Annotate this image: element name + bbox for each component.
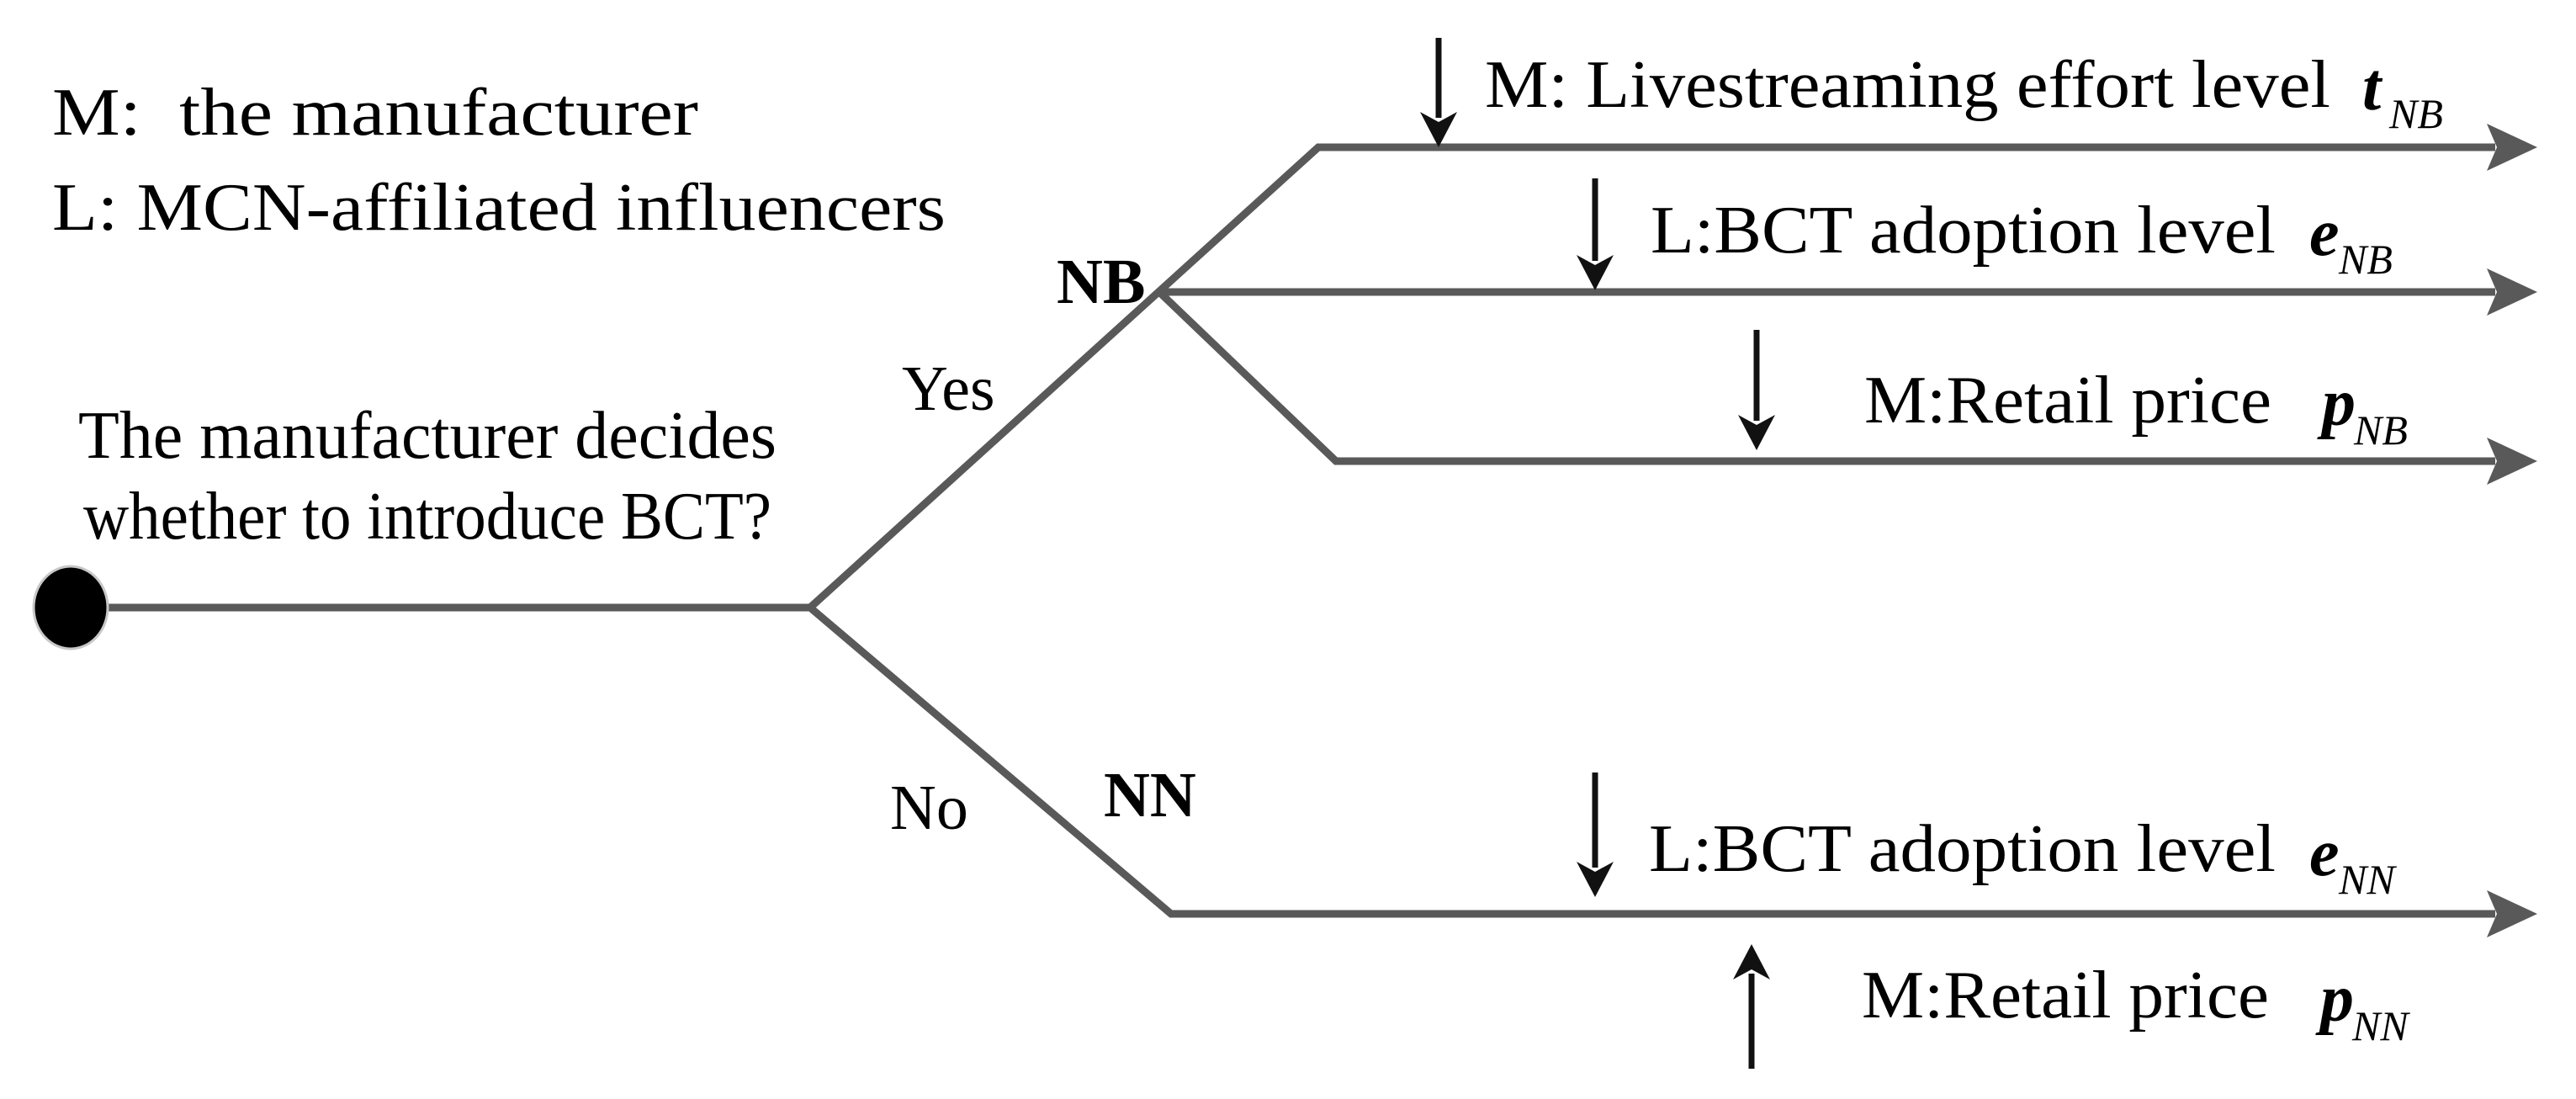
price-timeline-arrowhead-icon (2487, 438, 2537, 485)
stage-variable: p (2317, 366, 2356, 440)
stage-label: M:Retail price (1864, 364, 2271, 438)
no-branch-timeline (808, 604, 2495, 918)
yes-edge-label: Yes (902, 353, 995, 424)
root-question-line-2: whether to introduce BCT? (83, 480, 771, 554)
stage-variable-subscript: NB (2353, 406, 2408, 454)
bottom-timeline-arrowhead-icon (2487, 890, 2537, 937)
no-edge-label: No (890, 772, 968, 843)
stage-label: L:BCT adoption level (1649, 812, 2276, 886)
nb-price-timeline (1156, 289, 2495, 465)
stage-label: L:BCT adoption level (1651, 194, 2276, 268)
stage-label: M: Livestreaming effort level (1485, 48, 2330, 122)
legend-line-influencers: L: MCN-affiliated influencers (52, 171, 946, 245)
stage-variable-subscript: NN (2338, 856, 2397, 903)
root-question-line-1: The manufacturer decides (78, 399, 777, 473)
mid-timeline-arrowhead-icon (2487, 268, 2537, 316)
stage-label: M:Retail price (1862, 958, 2269, 1033)
stage-variable-subscript: NB (2338, 236, 2393, 283)
root-decision-node (32, 565, 109, 650)
top-timeline-arrowhead-icon (2487, 124, 2537, 171)
nn-node-label: NN (1104, 760, 1196, 831)
stage-variable: t (2362, 50, 2383, 125)
yes-branch-top-timeline (807, 143, 2495, 611)
up-arrow-icon (1733, 944, 1770, 1069)
down-arrow-icon (1738, 330, 1775, 450)
stage-variable: p (2315, 962, 2354, 1036)
down-arrow-icon (1577, 772, 1614, 897)
down-arrow-icon (1420, 38, 1457, 147)
legend-line-manufacturer: M: the manufacturer (52, 76, 698, 150)
stage-variable-subscript: NB (2388, 90, 2443, 137)
stage-variable: e (2309, 196, 2340, 270)
stage-variable: e (2309, 816, 2340, 890)
stage-variable-subscript: NN (2351, 1002, 2410, 1049)
nb-node-label: NB (1057, 247, 1146, 317)
down-arrow-icon (1577, 178, 1614, 290)
